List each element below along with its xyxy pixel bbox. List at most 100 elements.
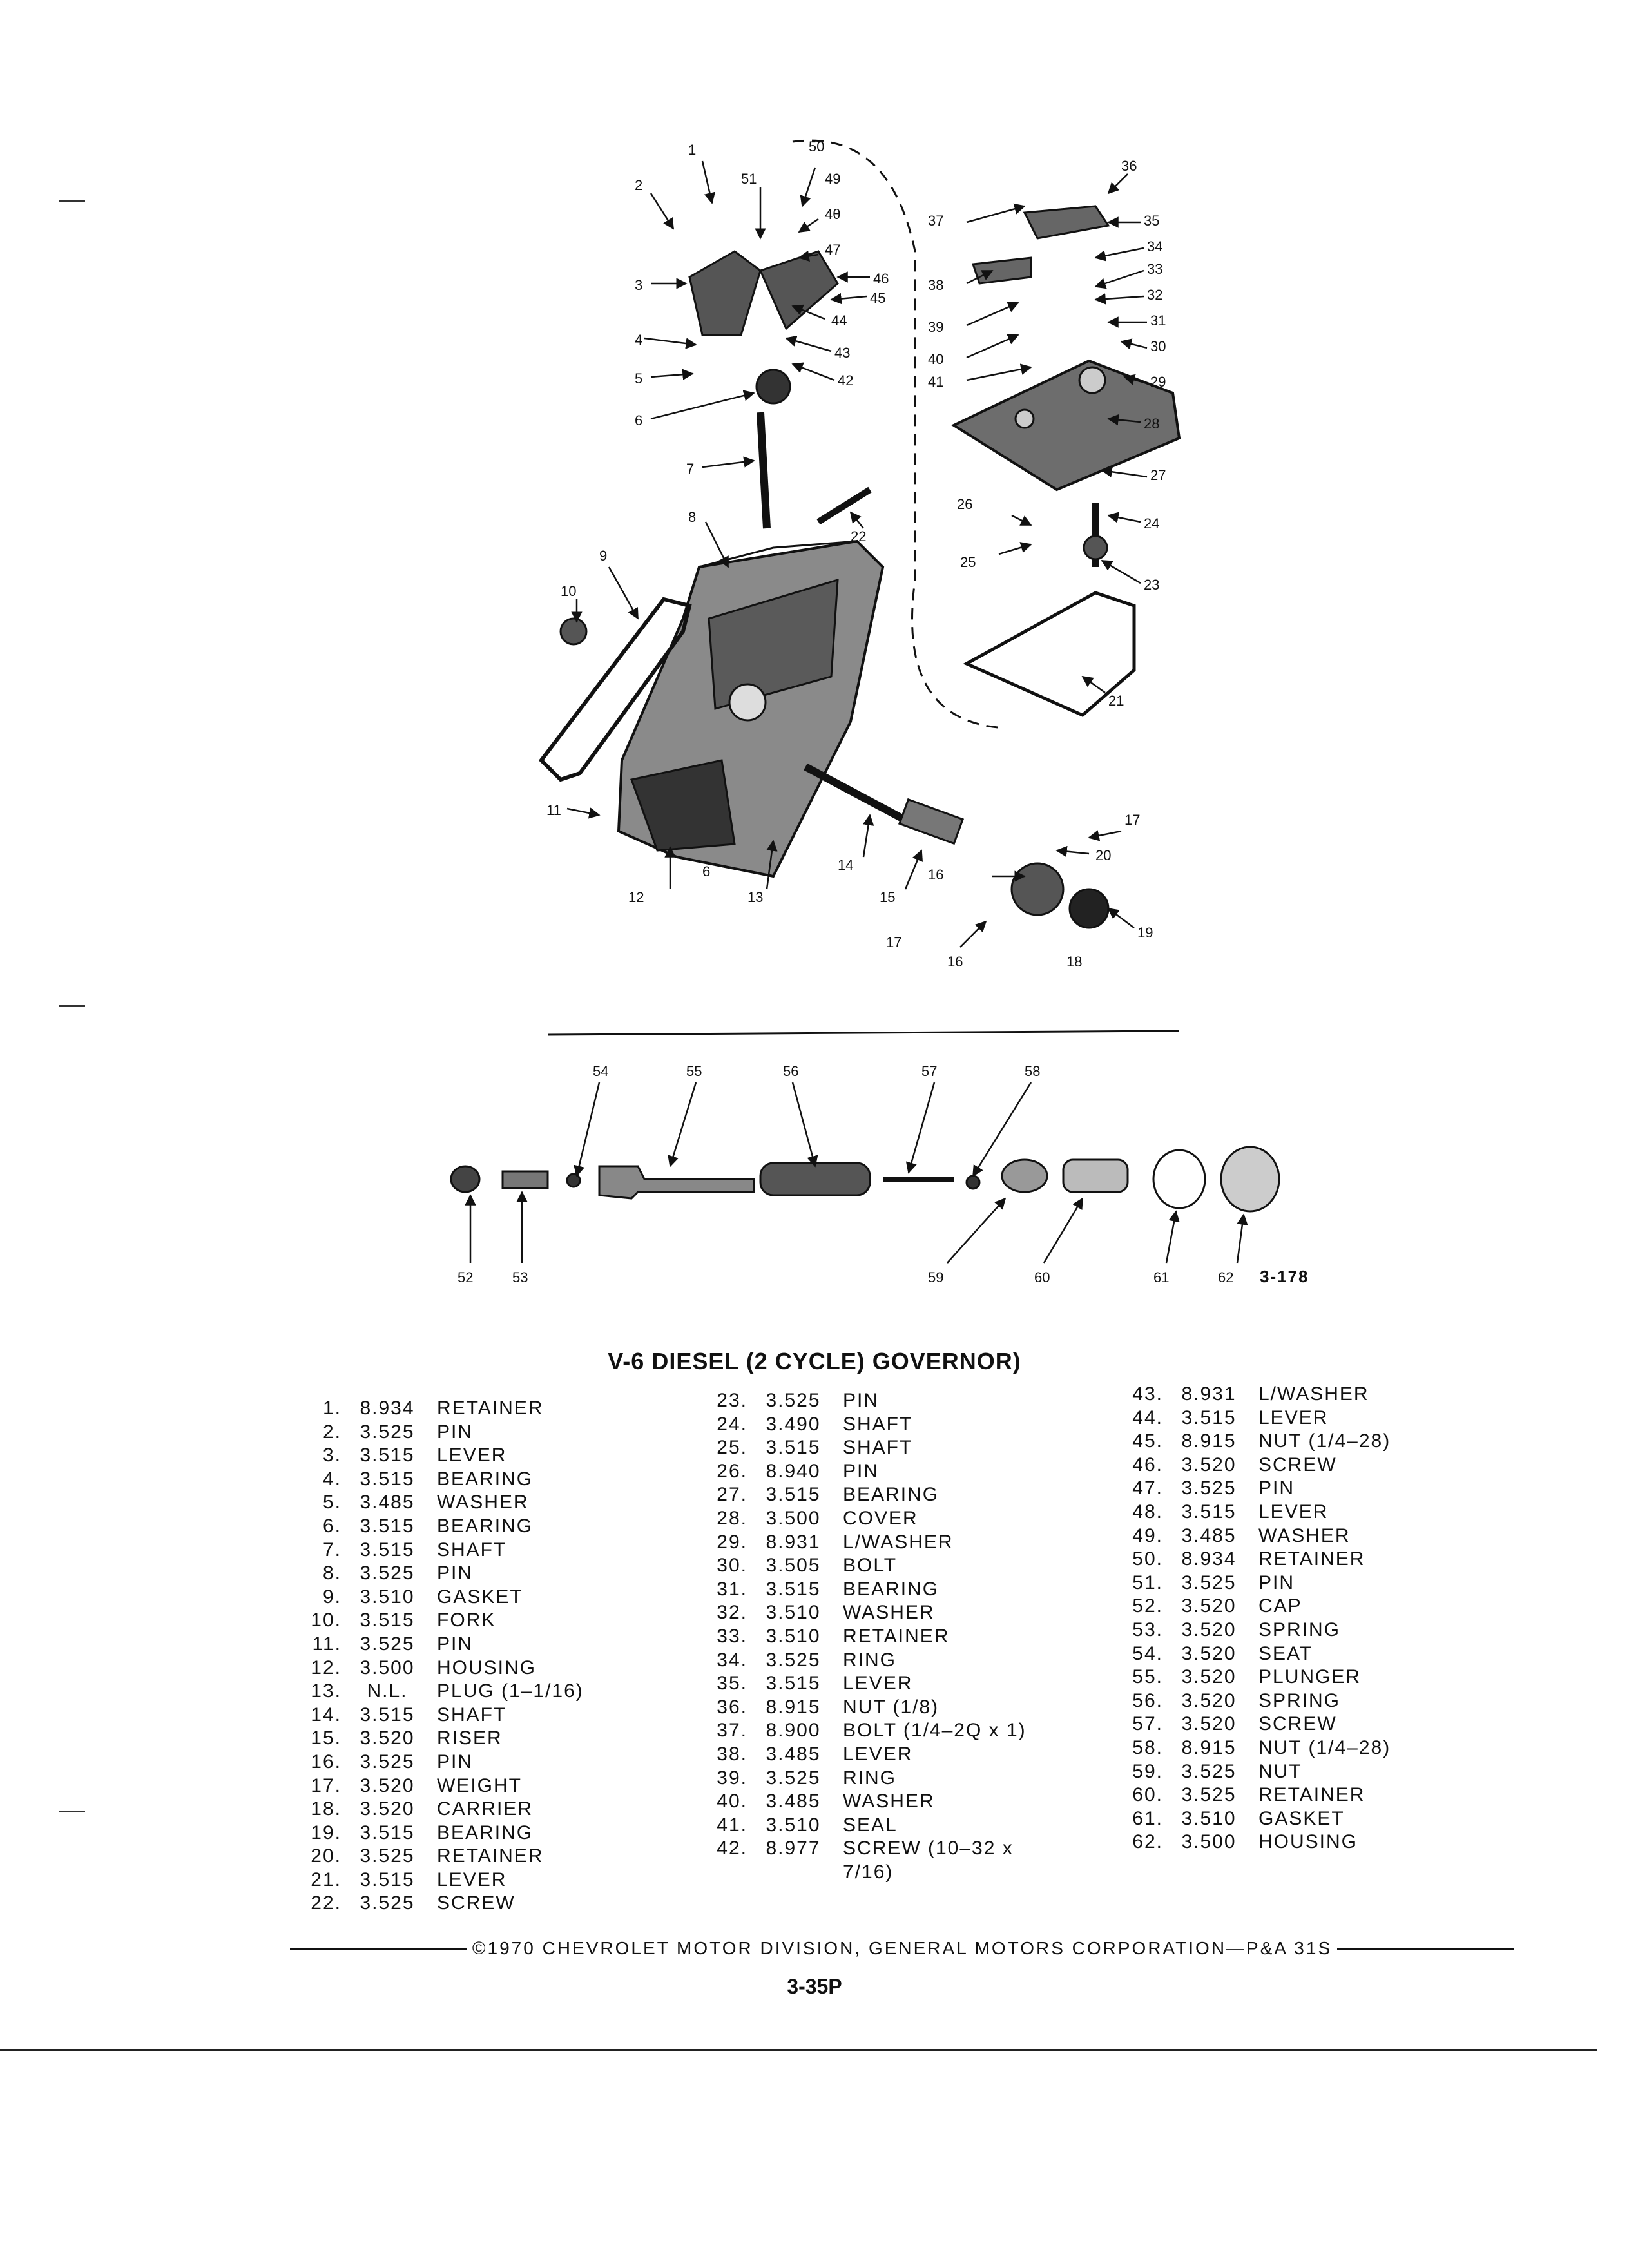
callout-27: 27 [1150, 467, 1166, 483]
part-number: 19. [311, 1821, 342, 1843]
part-name: GASKET [437, 1586, 523, 1608]
part-name: PIN [1258, 1571, 1295, 1593]
part-code: 3.515 [766, 1484, 821, 1506]
part-number: 22. [311, 1892, 342, 1914]
part-name: LEVER [1258, 1407, 1329, 1428]
part-name: NUT (1/8) [843, 1696, 940, 1718]
part-code: 3.520 [360, 1774, 415, 1796]
part-number: 52. [1132, 1595, 1163, 1617]
part-code: 3.520 [360, 1727, 415, 1749]
part-code: 3.525 [360, 1751, 415, 1773]
part-code: 3.510 [766, 1814, 821, 1836]
part-code: 3.515 [1181, 1501, 1237, 1523]
part-number: 53. [1132, 1619, 1163, 1640]
part-name: BEARING [437, 1468, 534, 1490]
part-code: 3.520 [1181, 1619, 1237, 1640]
callout-47: 47 [825, 242, 840, 258]
callout-34: 34 [1147, 238, 1162, 255]
callout-7: 7 [686, 461, 694, 477]
part-number: 3. [322, 1445, 342, 1466]
part-name: COVER [843, 1507, 918, 1529]
part-number: 28. [717, 1507, 747, 1529]
part-code: 3.505 [766, 1555, 821, 1577]
callout-4: 4 [635, 332, 642, 348]
part-code: 3.525 [360, 1892, 415, 1914]
callout-32: 32 [1147, 287, 1162, 303]
callout-19: 19 [1137, 925, 1153, 941]
part-name: RETAINER [1258, 1784, 1365, 1806]
callout-15: 15 [880, 889, 895, 905]
part-number: 54. [1132, 1642, 1163, 1664]
part-name: PIN [437, 1633, 474, 1655]
callout-51: 51 [741, 171, 757, 187]
part-code: 8.977 [766, 1838, 821, 1860]
part-code: 3.525 [766, 1649, 821, 1671]
callout-55: 55 [686, 1063, 702, 1079]
part-name: NUT (1/4–28) [1258, 1430, 1391, 1452]
part-code: 3.520 [1181, 1689, 1237, 1711]
figure-id: 3-178 [1260, 1267, 1309, 1286]
part-name: BEARING [843, 1484, 940, 1506]
part-name: HOUSING [437, 1657, 537, 1678]
callout-36: 36 [1121, 158, 1137, 174]
part-row: 16. 3.525 PIN [303, 1751, 584, 1774]
callout-18: 18 [1066, 954, 1082, 970]
callout-3: 3 [635, 277, 642, 293]
part-name: CAP [1258, 1595, 1302, 1617]
part-code: 3.525 [360, 1845, 415, 1867]
part-number: 13. [311, 1680, 342, 1702]
part-code: 3.525 [766, 1767, 821, 1789]
callout-33: 33 [1147, 261, 1162, 277]
part-number: 16. [311, 1751, 342, 1773]
part-code: 3.525 [360, 1421, 415, 1443]
part-number: 44. [1132, 1407, 1163, 1428]
callout-54: 54 [593, 1063, 608, 1079]
part-name: WASHER [843, 1791, 935, 1812]
part-name: CARRIER [437, 1798, 534, 1820]
part-number: 10. [311, 1610, 342, 1631]
part-code: 8.931 [766, 1531, 821, 1553]
footer-rule-right [1337, 1947, 1514, 1950]
part-name: SCREW (10–32 x [843, 1838, 1014, 1860]
part-number: 34. [717, 1649, 747, 1671]
callout-16b: 16 [947, 954, 963, 970]
callout-59: 59 [928, 1269, 943, 1285]
part-name: PIN [437, 1421, 474, 1443]
part-name: RISER [437, 1727, 503, 1749]
callout-57: 57 [921, 1063, 937, 1079]
callout-12: 12 [628, 889, 644, 905]
part-name: RETAINER [843, 1625, 950, 1647]
part-code: 3.520 [1181, 1666, 1237, 1688]
part-number: 5. [322, 1492, 342, 1514]
callout-62: 62 [1218, 1269, 1233, 1285]
callout-58: 58 [1025, 1063, 1040, 1079]
part-name: PLUG (1–1/16) [437, 1680, 584, 1702]
part-number: 62. [1132, 1831, 1163, 1853]
part-number: 49. [1132, 1524, 1163, 1546]
part-name: SHAFT [843, 1437, 913, 1459]
page-title: V-6 DIESEL (2 CYCLE) GOVERNOR) [608, 1348, 1021, 1374]
part-name: SEAL [843, 1814, 898, 1836]
part-code: 3.500 [1181, 1831, 1237, 1853]
footer-rule-left [290, 1947, 467, 1950]
part-name: SCREW [1258, 1454, 1337, 1475]
callout-35: 35 [1144, 213, 1159, 229]
part-name: PIN [437, 1751, 474, 1773]
part-code: 3.515 [766, 1578, 821, 1600]
part-name: FORK [437, 1610, 496, 1631]
part-code: 3.510 [766, 1625, 821, 1647]
